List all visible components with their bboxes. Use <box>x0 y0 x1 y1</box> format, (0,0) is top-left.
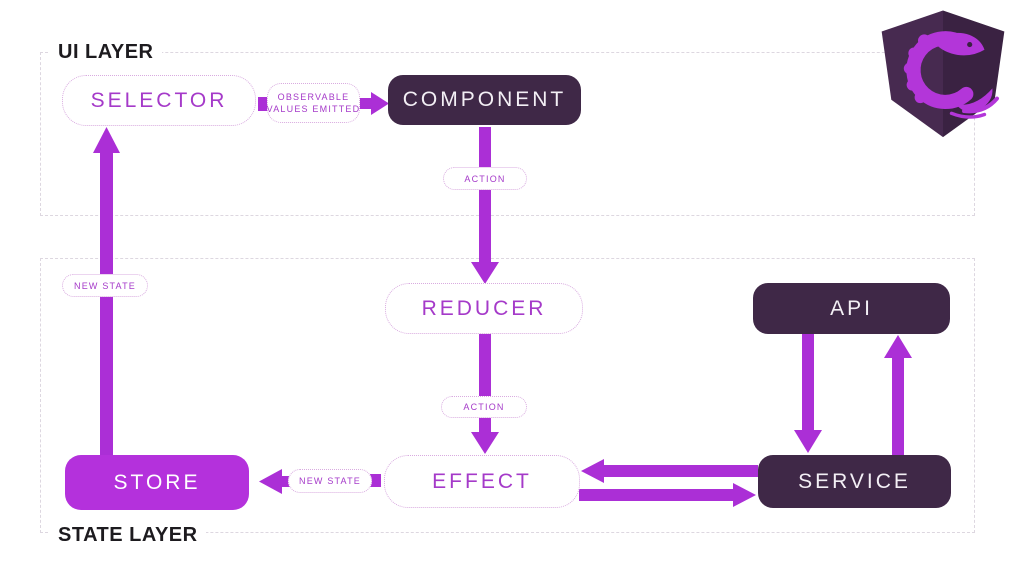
edge-label-observable-values-emitted: OBSERVABLE VALUES EMITTED <box>267 83 360 123</box>
node-service: SERVICE <box>758 455 951 508</box>
node-api-label: API <box>830 296 873 320</box>
edge-label-observable-line1: OBSERVABLE <box>277 92 350 102</box>
edge-effect-to-service-head <box>733 483 756 507</box>
edge-label-action-2-text: ACTION <box>463 402 505 412</box>
edge-store-to-selector-head <box>93 127 120 153</box>
edge-label-action-1-text: ACTION <box>464 173 506 184</box>
ui-layer-frame <box>40 52 975 216</box>
node-store: STORE <box>65 455 249 510</box>
ui-layer-label: UI LAYER <box>50 40 162 64</box>
edge-service-to-api-head <box>884 335 912 358</box>
edge-label-new-state-2-text: NEW STATE <box>299 476 361 486</box>
edge-label-new-state-1-text: NEW STATE <box>74 280 136 291</box>
node-service-label: SERVICE <box>798 469 911 493</box>
edge-reducer-to-effect-head <box>471 432 499 454</box>
node-selector: SELECTOR <box>62 75 256 126</box>
edge-api-to-service-shaft <box>802 334 814 431</box>
edge-service-to-api-shaft <box>892 357 904 455</box>
node-api: API <box>753 283 950 334</box>
edge-service-to-effect-head <box>581 459 604 483</box>
edge-label-new-state-store-selector: NEW STATE <box>62 274 148 297</box>
edge-component-to-reducer-shaft <box>479 127 491 264</box>
edge-label-action-component-reducer: ACTION <box>443 167 527 190</box>
node-effect: EFFECT <box>384 455 580 508</box>
edge-effect-to-store-shaft <box>278 476 290 487</box>
node-effect-label: EFFECT <box>432 469 532 493</box>
node-component: COMPONENT <box>388 75 581 125</box>
edge-reducer-to-effect-shaft <box>479 334 491 434</box>
node-selector-label: SELECTOR <box>90 88 228 112</box>
node-store-label: STORE <box>113 470 201 494</box>
ngrx-dragon <box>903 31 999 119</box>
state-layer-label: STATE LAYER <box>50 523 206 547</box>
edge-label-observable-line2: VALUES EMITTED <box>266 104 361 114</box>
edge-component-to-reducer-head <box>471 262 499 284</box>
edge-api-to-service-head <box>794 430 822 453</box>
node-reducer: REDUCER <box>385 283 583 334</box>
edge-service-to-effect-shaft <box>602 465 758 477</box>
edge-effect-to-service-shaft <box>579 489 735 501</box>
state-layer-frame <box>40 258 975 533</box>
edge-label-new-state-effect-store: NEW STATE <box>288 469 372 493</box>
edge-selector-to-component-head <box>371 92 389 115</box>
edge-label-action-reducer-effect: ACTION <box>441 396 527 418</box>
edge-store-to-selector-shaft <box>100 148 113 455</box>
ngrx-dragon-eye <box>967 42 973 48</box>
edge-effect-to-store-head <box>259 469 282 494</box>
node-reducer-label: REDUCER <box>421 296 547 320</box>
edge-selector-to-component-shaft <box>358 98 376 109</box>
ngrx-logo-icon <box>881 10 1005 138</box>
node-component-label: COMPONENT <box>402 88 567 111</box>
